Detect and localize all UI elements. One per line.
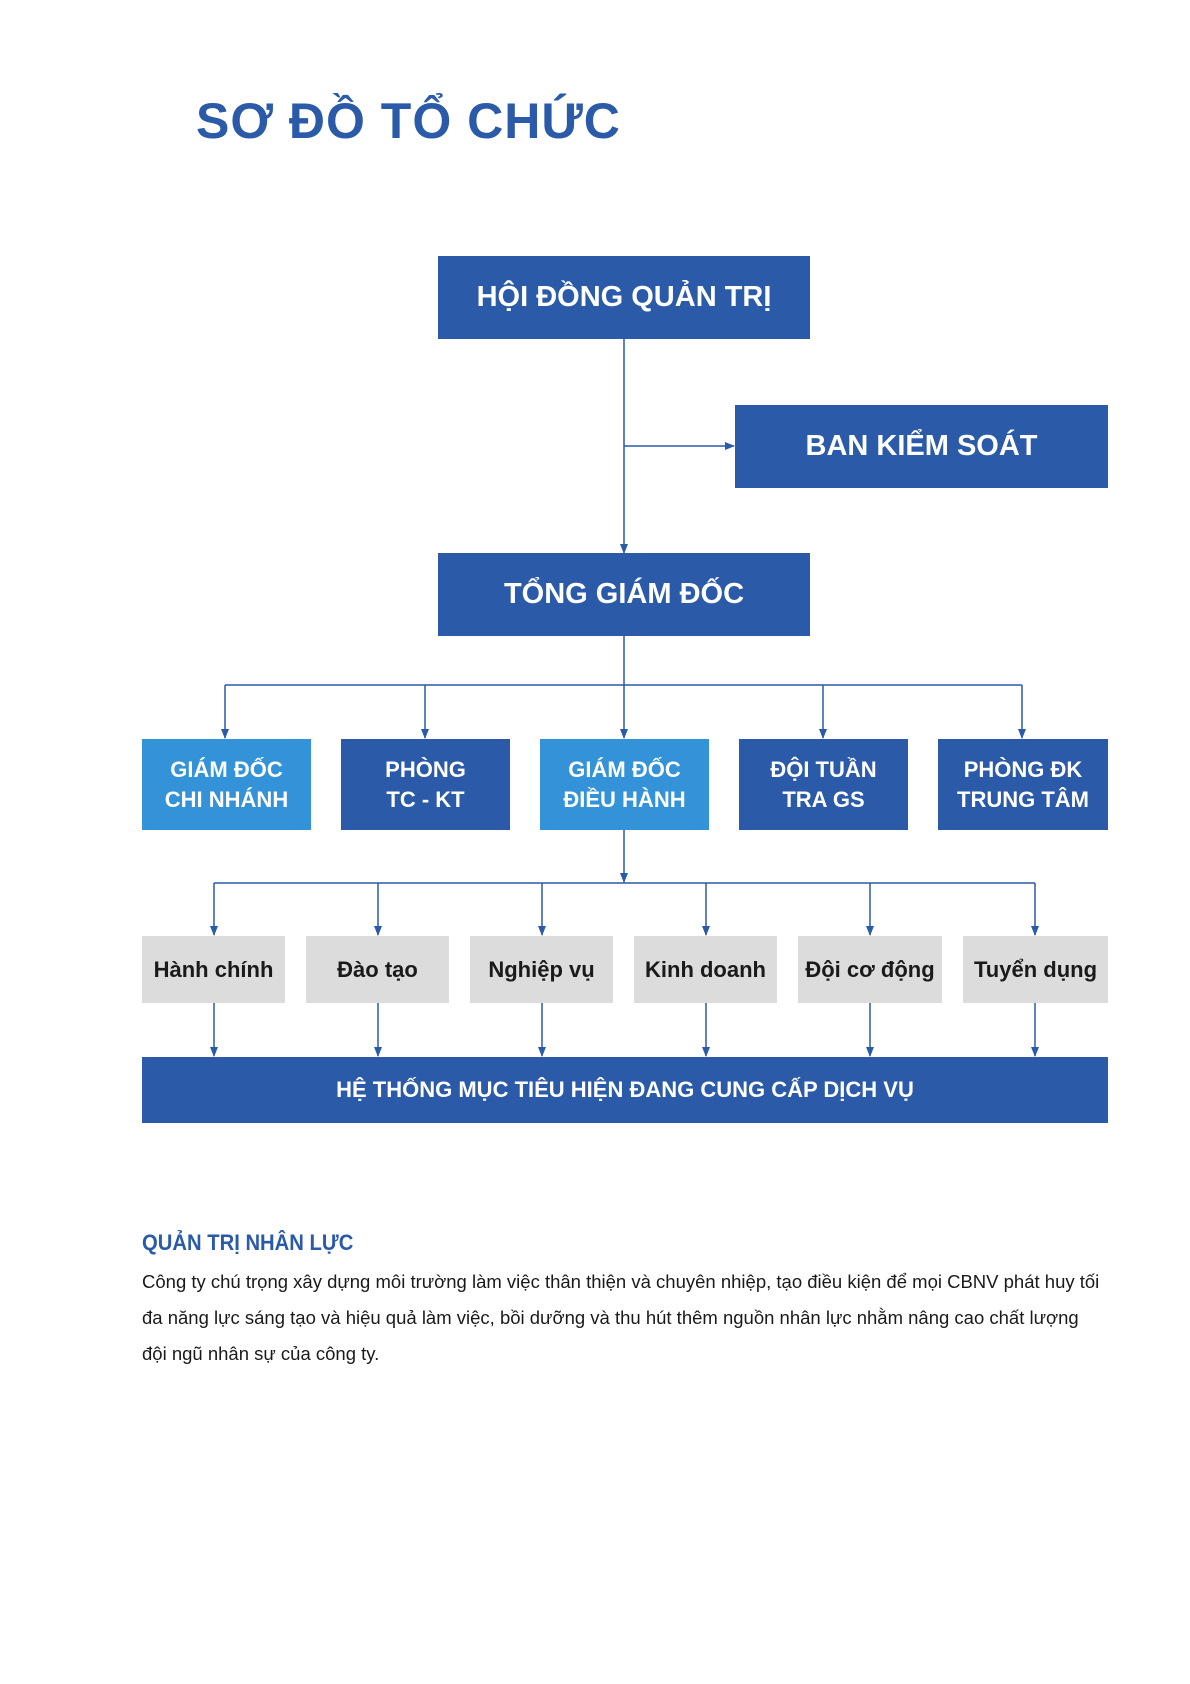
central-control-dept-box: PHÒNG ĐK TRUNG TÂM [938, 739, 1108, 830]
finance-accounting-dept-box: PHÒNG TC - KT [341, 739, 510, 830]
page-title: SƠ ĐỒ TỔ CHỨC [196, 93, 621, 149]
level3-mobile-team-box: Đội cơ động [798, 936, 942, 1003]
ceo-box: TỔNG GIÁM ĐỐC [438, 553, 810, 636]
level3-business-box: Kinh doanh [634, 936, 777, 1003]
supervisory-board-box: BAN KIỂM SOÁT [735, 405, 1108, 488]
level3-recruitment-box: Tuyển dụng [963, 936, 1108, 1003]
level3-operations-box: Nghiệp vụ [470, 936, 613, 1003]
section-body: Công ty chú trọng xây dựng môi trường là… [142, 1271, 1100, 1364]
board-of-directors-box: HỘI ĐỒNG QUẢN TRỊ [438, 256, 810, 339]
branch-director-box: GIÁM ĐỐC CHI NHÁNH [142, 739, 311, 830]
patrol-supervision-team-box: ĐỘI TUẦN TRA GS [739, 739, 908, 830]
executive-director-box: GIÁM ĐỐC ĐIỀU HÀNH [540, 739, 709, 830]
section-title: QUẢN TRỊ NHÂN LỰC [142, 1230, 354, 1255]
service-targets-box: HỆ THỐNG MỤC TIÊU HIỆN ĐANG CUNG CẤP DỊC… [142, 1057, 1108, 1123]
level3-training-box: Đào tạo [306, 936, 449, 1003]
level3-administration-box: Hành chính [142, 936, 285, 1003]
